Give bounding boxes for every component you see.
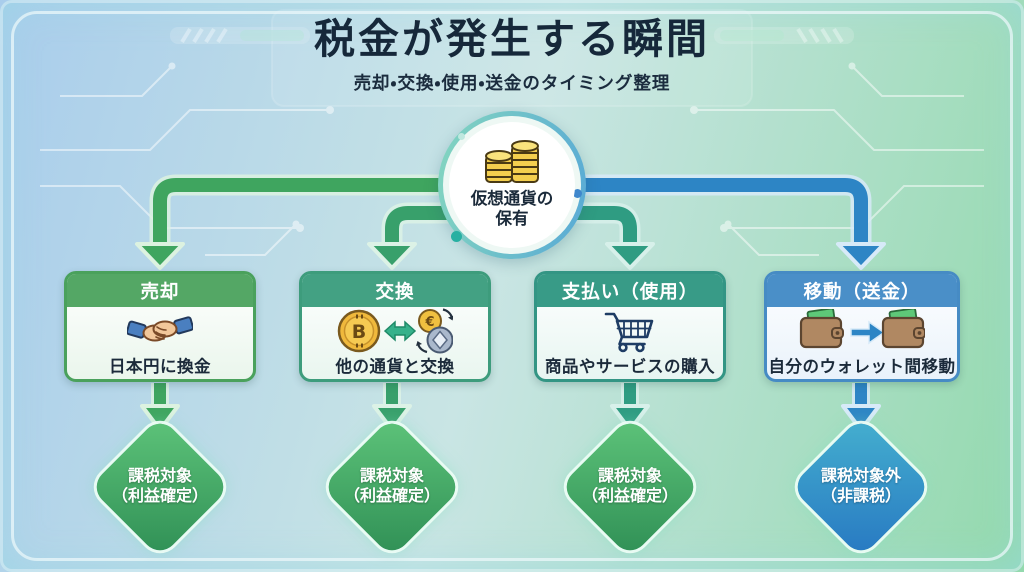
ring-dot-teal xyxy=(451,231,462,242)
card-payment-label: 商品やサービスの購入 xyxy=(545,358,715,376)
center-label-line2: 保有 xyxy=(495,210,529,228)
result-sell-text: 課税対象 （利益確定） xyxy=(110,437,210,537)
shopping-cart-icon xyxy=(604,309,656,353)
result-transfer-line1: 課税対象外 xyxy=(820,468,901,485)
card-sell: 売却 日本円に換金 xyxy=(64,271,256,382)
card-sell-label: 日本円に換金 xyxy=(109,358,211,376)
handshake-icon xyxy=(127,309,193,353)
result-diamond-payment: 課税対象 （利益確定） xyxy=(559,416,701,558)
coin-stack-icon xyxy=(485,140,539,184)
center-label-line1: 仮想通貨の xyxy=(470,190,554,209)
ring-dot-light xyxy=(458,133,465,140)
center-node-holding: 仮想通貨の 保有 xyxy=(438,111,586,259)
result-diamond-transfer: 課税対象外 （非課税） xyxy=(790,416,932,558)
card-sell-header: 売却 xyxy=(67,274,253,307)
result-sell-line1: 課税対象 xyxy=(127,468,192,485)
card-exchange-body: B € 他の通貨と交換 xyxy=(302,307,488,379)
result-diamond-sell: 課税対象 （利益確定） xyxy=(89,416,231,558)
center-node-label: 仮想通貨の 保有 xyxy=(471,190,554,230)
card-transfer: 移動（送金） xyxy=(764,271,960,382)
result-exchange-line1: 課税対象 xyxy=(359,468,424,485)
card-exchange-header: 交換 xyxy=(302,274,488,307)
card-transfer-body: 自分のウォレット間移動 xyxy=(767,307,957,379)
card-exchange-label: 他の通貨と交換 xyxy=(335,358,455,376)
wallet-transfer-icon xyxy=(799,309,925,353)
center-circle: 仮想通貨の 保有 xyxy=(449,122,575,248)
result-transfer-line2: （非課税） xyxy=(820,488,901,505)
result-sell-line2: （利益確定） xyxy=(111,488,208,505)
card-payment-body: 商品やサービスの購入 xyxy=(537,307,723,379)
page-subtitle: 売却・交換・使用・送金のタイミング整理 xyxy=(353,73,671,94)
svg-text:€: € xyxy=(424,315,434,330)
page-title: 税金が発生する瞬間 xyxy=(314,16,710,62)
result-payment-text: 課税対象 （利益確定） xyxy=(580,437,680,537)
card-transfer-header: 移動（送金） xyxy=(767,274,957,307)
result-exchange-text: 課税対象 （利益確定） xyxy=(342,437,442,537)
title-block: 税金が発生する瞬間 売却・交換・使用・送金のタイミング整理 xyxy=(0,16,1024,95)
card-sell-body: 日本円に換金 xyxy=(67,307,253,379)
result-payment-line2: （利益確定） xyxy=(581,488,678,505)
card-transfer-label: 自分のウォレット間移動 xyxy=(768,358,956,376)
result-exchange-line2: （利益確定） xyxy=(343,488,440,505)
card-payment: 支払い（使用） 商品やサービスの購入 xyxy=(534,271,726,382)
result-diamond-exchange: 課税対象 （利益確定） xyxy=(321,416,463,558)
svg-text:B: B xyxy=(352,321,366,343)
result-payment-line1: 課税対象 xyxy=(597,468,662,485)
ring-dot-blue xyxy=(573,189,582,198)
result-transfer-text: 課税対象外 （非課税） xyxy=(811,437,911,537)
crypto-exchange-icon: B € xyxy=(337,308,453,354)
card-exchange: 交換 B € 他の通貨と交換 xyxy=(299,271,491,382)
card-payment-header: 支払い（使用） xyxy=(537,274,723,307)
